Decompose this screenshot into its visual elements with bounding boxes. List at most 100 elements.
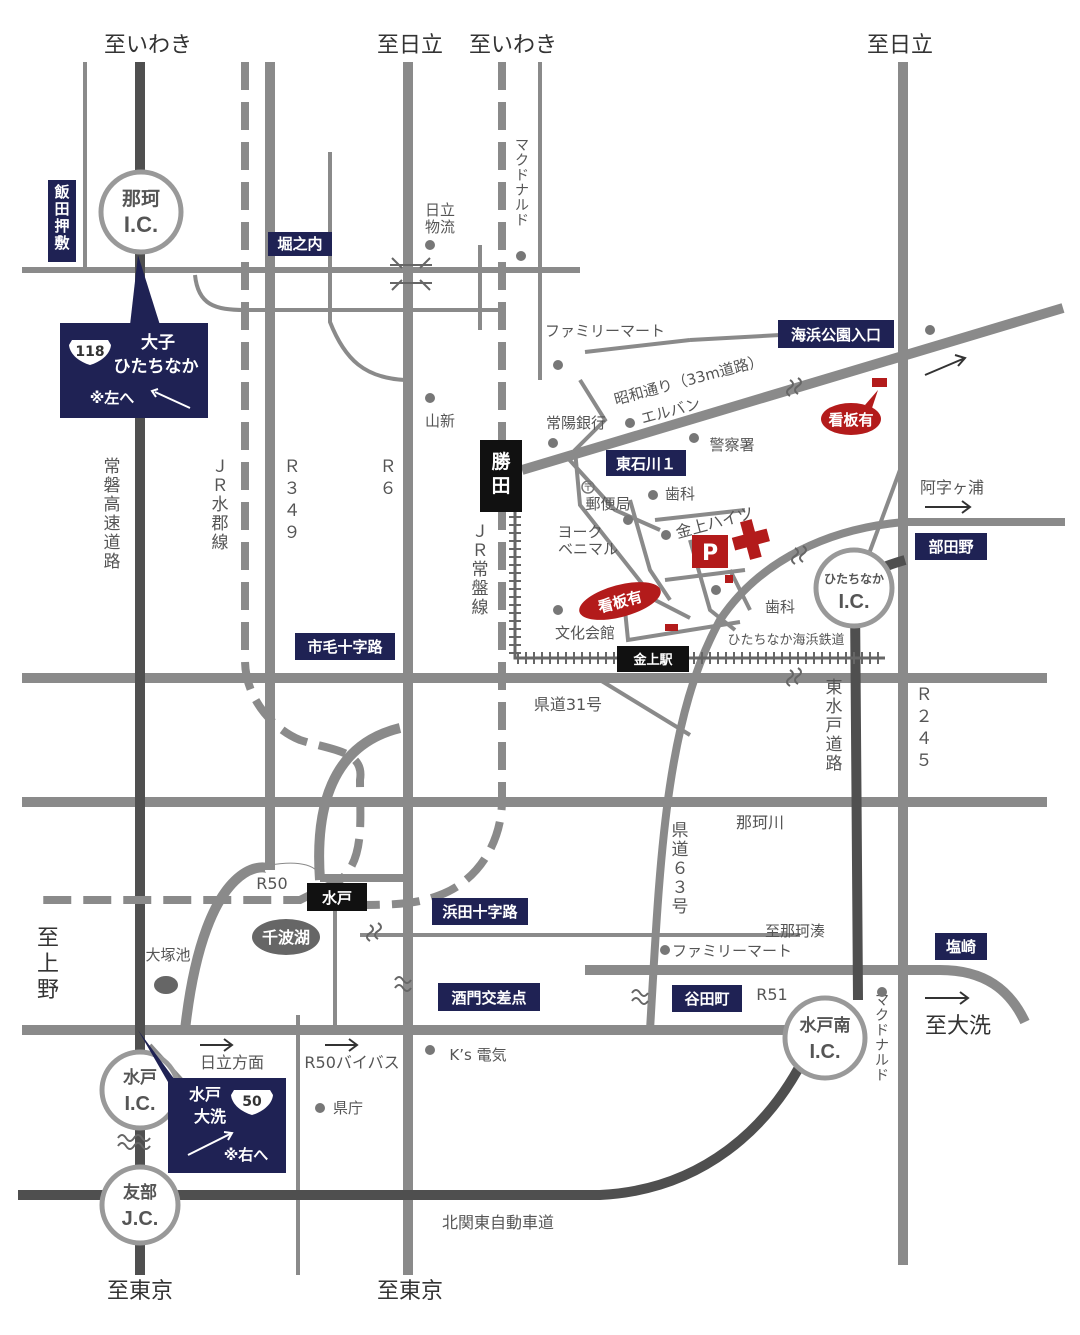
label-hitachi-direction: 日立方面 [200, 1053, 264, 1072]
station-katsuta: 勝田 [480, 440, 522, 512]
label-sakado: 酒門交差点 [438, 983, 540, 1011]
ic-mitominami: 水戸南 I.C. [782, 995, 868, 1081]
dir-tokyo-mid: 至東京 [377, 1279, 443, 1304]
svg-text:東石川１: 東石川１ [616, 455, 676, 473]
poi-hitachi-butsuryu-1: 日立 [425, 201, 455, 219]
pois: 日立 物流 ファミリーマート 山新 常陽銀行 エルバン 警察署 〒 郵便局 歯科… [145, 201, 935, 1117]
label-kaihin-entrance: 海浜公園入口 [778, 320, 894, 348]
dir-nakaminato: 至那珂湊 [765, 922, 825, 940]
arrow-r50bypass-icon [325, 1038, 359, 1052]
poi-york-1: ヨーク [557, 523, 602, 541]
sign-route118: 118 大子 ひたちなか ※左へ [60, 255, 208, 418]
destination-cross-icon [731, 519, 770, 560]
svg-text:I.C.: I.C. [809, 1041, 840, 1063]
dir-azaga: 阿字ヶ浦 [920, 478, 984, 497]
jc-tomobe: 友部 J.C. [99, 1164, 181, 1246]
direction-arrows [200, 354, 972, 1052]
poi-hitachi-butsuryu-2: 物流 [425, 218, 455, 236]
label-kaihin-railway: ひたちなか海浜鉄道 [727, 633, 844, 648]
label-higashi-mito: 東水戸道路 [826, 678, 843, 774]
poi-familymart-top: ファミリーマート [545, 322, 665, 340]
svg-text:J.C.: J.C. [122, 1208, 159, 1230]
poi-bunka-kaikan: 文化会館 [555, 624, 615, 642]
dir-ueno: 至上野 [37, 926, 59, 1003]
label-higashiishikawa: 東石川１ [606, 450, 686, 476]
svg-text:I.C.: I.C. [124, 212, 158, 237]
svg-text:I.C.: I.C. [124, 1093, 155, 1115]
svg-text:ひたちなか: ひたちなか [824, 572, 884, 586]
station-mito: 水戸 [307, 883, 367, 911]
arrow-azaga-icon [925, 500, 972, 514]
svg-text:看板有: 看板有 [828, 411, 873, 429]
svg-text:50: 50 [242, 1094, 262, 1110]
dir-tokyo-left: 至東京 [107, 1279, 173, 1304]
dir-oarai: 至大洗 [925, 1014, 991, 1039]
label-r6: Ｒ６ [380, 457, 397, 499]
poi-post-office: 郵便局 [585, 495, 630, 513]
poi-dental-2: 歯科 [765, 598, 795, 616]
interchanges: 那珂 I.C. ひたちなか I.C. 水戸 I.C. 友部 J.C. 水戸南 I… [98, 169, 895, 1246]
label-r50: R50 [256, 874, 287, 893]
lake-senba: 千波湖 [252, 919, 320, 955]
label-kendo31: 県道31号 [534, 695, 602, 714]
vertical-road-labels: 常磐高速道路 ＪＲ水郡線 Ｒ３４９ Ｒ６ ＪＲ常盤線 東水戸道路 Ｒ２４５ 県道… [104, 138, 933, 1084]
svg-text:水戸南: 水戸南 [800, 1015, 851, 1035]
svg-text:水戸: 水戸 [123, 1067, 157, 1087]
svg-text:ひたちなか: ひたちなか [114, 357, 199, 377]
svg-text:酒門交差点: 酒門交差点 [451, 989, 526, 1007]
dir-iwaki-mid: 至いわき [469, 33, 557, 58]
svg-text:大洗: 大洗 [194, 1107, 226, 1126]
intersection-labels: 飯田押敷 堀之内 海浜公園入口 東石川１ 部田野 市毛十字路 浜田十字路 酒門 [48, 180, 987, 1012]
post-office-mark: 〒 [583, 483, 593, 494]
label-r51: R51 [756, 985, 787, 1004]
poi-dental-1: 歯科 [665, 485, 695, 503]
direction-labels: 至いわき 至日立 至いわき 至日立 至東京 至東京 至大洗 阿字ヶ浦 至那珂湊 [104, 33, 991, 1304]
arrow-hitachi-icon [200, 1038, 234, 1052]
label-joban-expressway: 常磐高速道路 [104, 457, 121, 572]
svg-text:金上駅: 金上駅 [632, 652, 673, 668]
svg-text:堀之内: 堀之内 [277, 235, 322, 253]
svg-text:千波湖: 千波湖 [262, 928, 310, 947]
railways [35, 62, 885, 909]
svg-text:海浜公園入口: 海浜公園入口 [791, 326, 881, 344]
svg-text:那珂: 那珂 [122, 188, 160, 210]
label-yatsuda: 谷田町 [672, 985, 742, 1012]
svg-text:飯田押敷: 飯田押敷 [53, 183, 70, 252]
svg-text:市毛十字路: 市毛十字路 [307, 638, 383, 656]
svg-text:友部: 友部 [123, 1182, 157, 1202]
badge-sign-2: 看板有 [579, 582, 661, 620]
dir-iwaki-left: 至いわき [104, 33, 192, 58]
route-shield-icon [69, 340, 111, 365]
label-ichige: 市毛十字路 [295, 633, 395, 660]
poi-yamashin: 山新 [425, 412, 455, 430]
poi-familymart-bottom: ファミリーマート [672, 942, 792, 960]
badge-sign-1: 看板有 [821, 390, 881, 435]
station-kaneage: 金上駅 [617, 646, 689, 672]
sign-route50: 50 水戸 大洗 ※右へ [138, 1030, 286, 1173]
route-shield-icon [231, 1090, 273, 1115]
ic-hitachinaka: ひたちなか I.C. [813, 547, 895, 629]
dir-hitachi-right: 至日立 [867, 33, 933, 58]
arrow-kaihin-icon [924, 354, 967, 376]
label-kitakanto: 北関東自動車道 [442, 1213, 554, 1232]
poi-joyo-bank: 常陽銀行 [546, 414, 606, 432]
post-office-icon [581, 480, 595, 494]
label-horinouchi: 堀之内 [268, 232, 332, 256]
svg-text:谷田町: 谷田町 [684, 990, 729, 1008]
parking-icon [692, 535, 728, 568]
poi-york-2: ベニマル [558, 540, 618, 558]
arrow-left-icon [150, 388, 191, 409]
label-r50-bypass: R50バイバス [304, 1053, 399, 1072]
svg-text:勝田: 勝田 [491, 450, 511, 497]
svg-text:塩崎: 塩崎 [946, 938, 976, 956]
dir-hitachi-mid: 至日立 [377, 33, 443, 58]
label-jr-joban: ＪＲ常盤線 [472, 522, 489, 618]
svg-text:浜田十字路: 浜田十字路 [442, 903, 518, 921]
svg-text:P: P [702, 541, 718, 566]
arrow-oarai-icon [925, 991, 970, 1005]
label-kendo63: 県道６３号 [672, 821, 689, 917]
svg-text:大子: 大子 [141, 332, 175, 353]
svg-text:118: 118 [75, 344, 104, 360]
svg-text:※右へ: ※右へ [224, 1146, 269, 1164]
